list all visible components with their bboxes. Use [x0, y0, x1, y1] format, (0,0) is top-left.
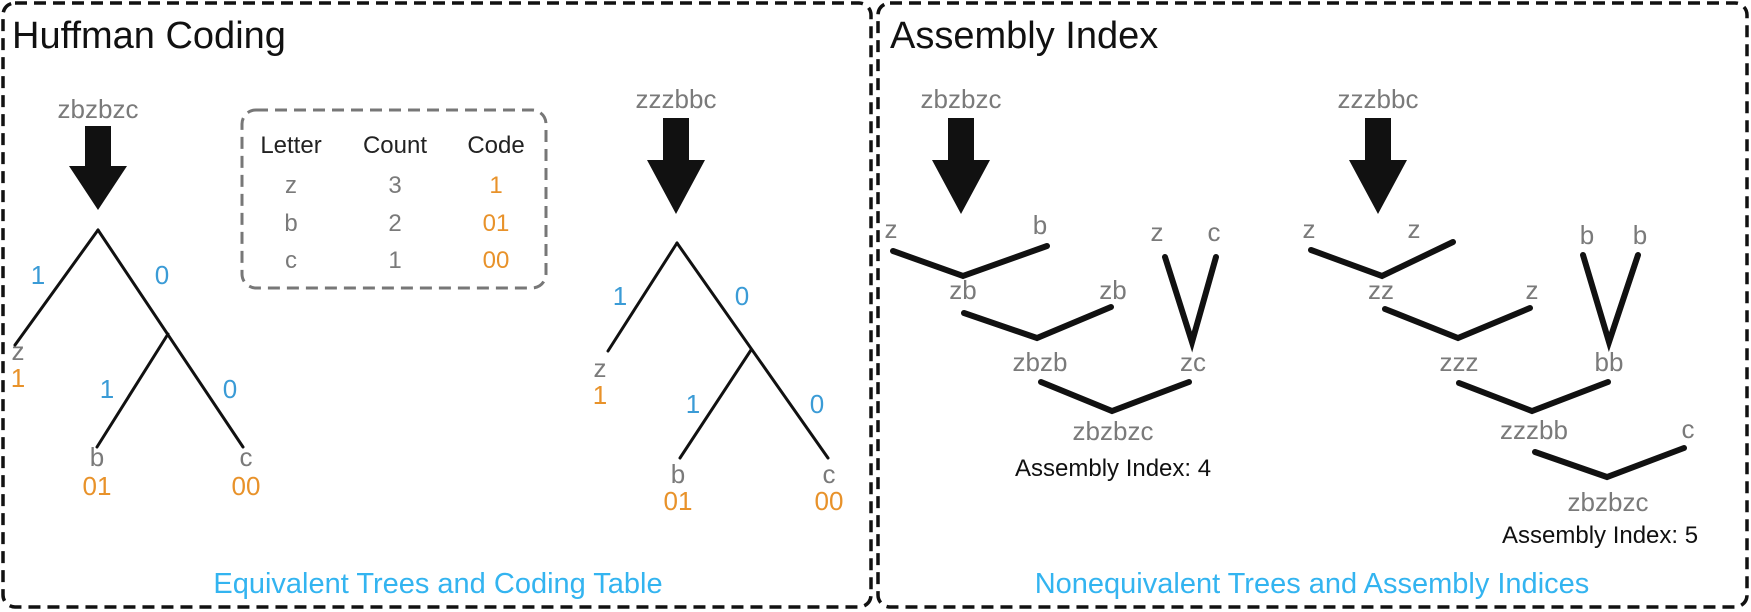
table-cell-code: 01	[483, 210, 510, 237]
huffman-panel-frame	[1, 1, 873, 609]
table-header-count: Count	[363, 132, 427, 159]
assembly-node: z	[1408, 214, 1421, 244]
huffman-tree2-leaf-code: 1	[593, 380, 607, 410]
huffman-tree2-edge-bit: 1	[613, 281, 627, 311]
assembly-node: zzzbb	[1500, 415, 1568, 445]
assembly-tree2-string: zzzbbc	[1338, 84, 1419, 114]
assembly-index-label: Assembly Index: 5	[1502, 522, 1698, 549]
down-arrow-icon	[647, 118, 705, 214]
assembly-node: zz	[1368, 275, 1394, 305]
huffman-tree-1: zbzbzc 1 0 1 0 z 1 b 01 c 00	[11, 94, 261, 501]
assembly-node: z	[1526, 275, 1539, 305]
huffman-tree1-leaf-letter: z	[12, 336, 25, 366]
huffman-tree1-edge-bit: 0	[155, 260, 169, 290]
table-cell-count: 2	[388, 210, 401, 237]
assembly-node: zbzbzc	[1073, 416, 1154, 446]
assembly-panel-title: Assembly Index	[890, 15, 1158, 57]
assembly-index-label: Assembly Index: 4	[1015, 455, 1211, 482]
assembly-panel-frame	[876, 1, 1749, 609]
assembly-node: zb	[1099, 275, 1126, 305]
coding-table-frame	[240, 108, 548, 290]
assembly-caption: Nonequivalent Trees and Assembly Indices	[1035, 568, 1590, 600]
huffman-panel-title: Huffman Coding	[12, 15, 286, 57]
table-cell-letter: c	[285, 247, 297, 274]
assembly-node: zc	[1180, 347, 1206, 377]
assembly-node: z	[885, 214, 898, 244]
table-cell-code: 00	[483, 247, 510, 274]
huffman-tree1-edge-bit: 0	[223, 374, 237, 404]
down-arrow-icon	[932, 118, 990, 214]
huffman-tree2-leaf-code: 00	[815, 486, 844, 516]
huffman-tree1-leaf-letter: c	[240, 442, 253, 472]
huffman-tree-2: zzzbbc 1 0 1 0 z 1 b 01 c 00	[593, 84, 844, 516]
table-cell-count: 1	[388, 247, 401, 274]
assembly-node: z	[1303, 214, 1316, 244]
huffman-tree2-edge-bit: 0	[735, 281, 749, 311]
huffman-tree1-leaf-code: 01	[83, 471, 112, 501]
assembly-node: zbzbzc	[1568, 487, 1649, 517]
down-arrow-icon	[69, 126, 127, 210]
huffman-tree1-string: zbzbzc	[58, 94, 139, 124]
huffman-caption: Equivalent Trees and Coding Table	[213, 568, 662, 600]
assembly-node: zzz	[1440, 347, 1479, 377]
table-cell-letter: z	[285, 172, 297, 199]
assembly-node: b	[1033, 210, 1047, 240]
huffman-tree1-edge-bit: 1	[100, 374, 114, 404]
assembly-tree-2: zzzbbc z z b b zz z zzz bb zzzbb c zbzbz…	[1303, 84, 1699, 549]
table-cell-count: 3	[388, 172, 401, 199]
table-cell-letter: b	[284, 210, 297, 237]
down-arrow-icon	[1349, 118, 1407, 214]
huffman-tree2-leaf-letter: b	[671, 459, 685, 489]
huffman-tree2-leaf-letter: z	[594, 353, 607, 383]
assembly-node: zb	[949, 275, 976, 305]
coding-table: Letter Count Code z 3 1 b 2 01 c 1 00	[240, 108, 548, 290]
assembly-node: c	[1682, 414, 1695, 444]
assembly-node: c	[1208, 217, 1221, 247]
huffman-tree2-leaf-letter: c	[823, 459, 836, 489]
huffman-tree2-string: zzzbbc	[636, 84, 717, 114]
huffman-tree1-edge-bit: 1	[31, 260, 45, 290]
huffman-tree1-leaf-letter: b	[90, 442, 104, 472]
assembly-node: b	[1633, 220, 1647, 250]
table-header-code: Code	[467, 132, 524, 159]
assembly-node: zbzb	[1013, 347, 1068, 377]
table-header-letter: Letter	[260, 132, 321, 159]
table-cell-code: 1	[489, 172, 502, 199]
assembly-tree-1: zbzbzc z b z c zb zb zbzb zc zbzbzc Asse…	[885, 84, 1221, 482]
huffman-tree1-leaf-code: 00	[232, 471, 261, 501]
huffman-tree2-edge-bit: 1	[686, 389, 700, 419]
huffman-tree1-leaf-code: 1	[11, 363, 25, 393]
huffman-tree2-edge-bit: 0	[810, 389, 824, 419]
assembly-node: z	[1151, 217, 1164, 247]
assembly-node: bb	[1595, 347, 1624, 377]
assembly-node: b	[1580, 220, 1594, 250]
assembly-tree1-string: zbzbzc	[921, 84, 1002, 114]
huffman-tree2-leaf-code: 01	[664, 486, 693, 516]
